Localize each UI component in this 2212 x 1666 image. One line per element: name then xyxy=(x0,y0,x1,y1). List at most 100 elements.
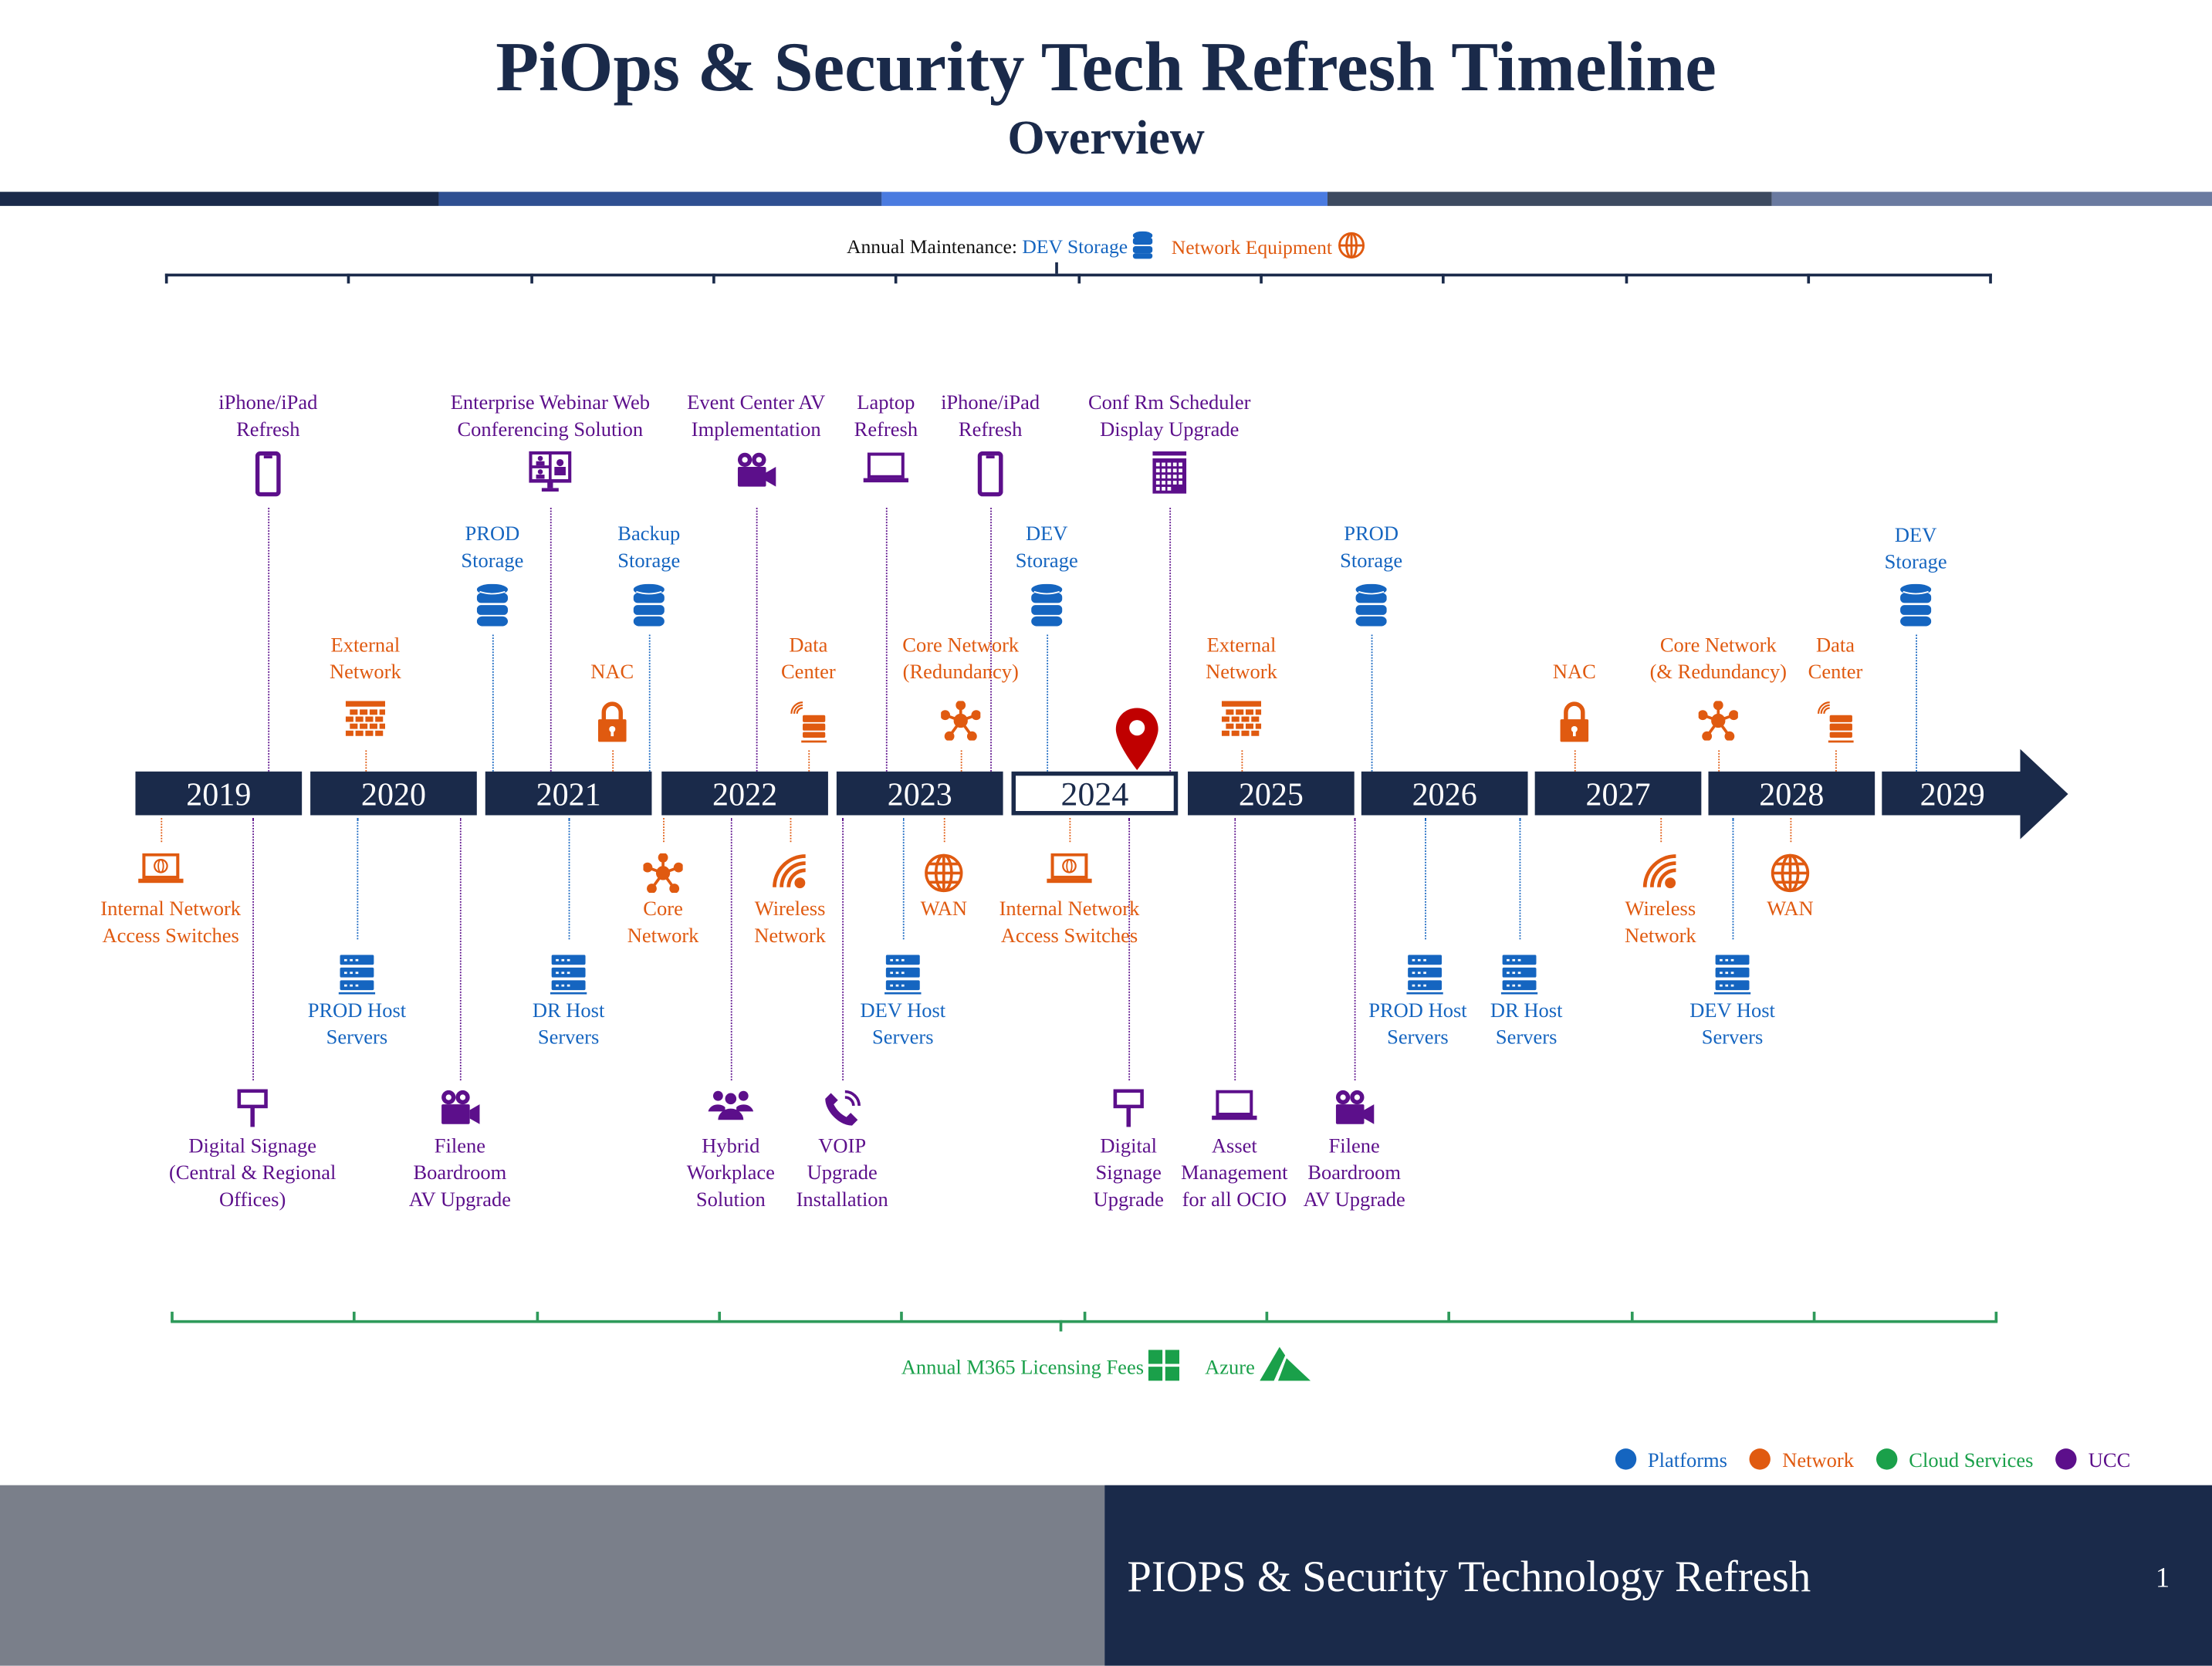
connector-line xyxy=(612,750,614,772)
maintenance-bracket-tick xyxy=(1077,273,1081,284)
server-icon xyxy=(1406,955,1443,1001)
globe-icon xyxy=(1771,853,1810,900)
connector-line xyxy=(161,818,163,843)
fees-bracket-tick xyxy=(1994,1311,1997,1322)
connector-line xyxy=(568,818,570,940)
signage-icon xyxy=(1113,1089,1144,1135)
maintenance-bracket-tick xyxy=(1260,273,1263,284)
legend-label: Network xyxy=(1782,1449,1854,1473)
legend-dot-icon xyxy=(1876,1448,1898,1470)
top-item-label: PROD Storage xyxy=(461,523,524,573)
top-item-label: NAC xyxy=(590,661,634,684)
connector-line xyxy=(808,750,810,772)
bottom-item-label: PROD Host Servers xyxy=(307,999,407,1049)
top-item-label: Data Center xyxy=(1808,634,1863,684)
maintenance-bracket-tick xyxy=(530,273,533,284)
legend-dot-icon xyxy=(2055,1448,2078,1470)
datacenter-icon xyxy=(790,701,827,750)
fees-bracket-tick xyxy=(1812,1311,1815,1322)
azure-label: Azure xyxy=(1205,1357,1255,1380)
top-item-label: Core Network (& Redundancy) xyxy=(1649,634,1787,684)
signage-icon xyxy=(237,1089,268,1135)
bottom-item-label: Core Network xyxy=(627,898,699,948)
legend-dot-icon xyxy=(1615,1448,1637,1470)
connector-line xyxy=(1371,634,1373,772)
maintenance-bracket-center-tick xyxy=(1055,262,1058,274)
page-number: 1 xyxy=(2155,1563,2170,1594)
connector-line xyxy=(790,818,792,843)
color-band-segment xyxy=(881,191,1328,206)
timeline-arrow-icon xyxy=(2020,749,2071,847)
top-item-label: Laptop Refresh xyxy=(854,392,918,442)
footer-left-panel xyxy=(0,1485,1105,1666)
connector-line xyxy=(357,818,359,940)
legend-dot-icon xyxy=(1750,1448,1771,1470)
connector-line xyxy=(459,818,462,1081)
page-title: PiOps & Security Tech Refresh Timeline xyxy=(496,26,1716,106)
lock-icon xyxy=(1559,701,1590,750)
connector-line xyxy=(943,818,945,843)
connector-line xyxy=(365,750,367,772)
bottom-item-label: DEV Host Servers xyxy=(860,999,946,1049)
connector-line xyxy=(1574,750,1576,772)
connector-line xyxy=(1835,750,1837,772)
bottom-item-label: WAN xyxy=(920,898,967,921)
server-icon xyxy=(1713,955,1751,1001)
connector-line xyxy=(990,508,992,772)
connector-line xyxy=(268,508,270,772)
connector-line xyxy=(1069,818,1071,843)
bottom-item-label: Filene Boardroom AV Upgrade xyxy=(408,1135,511,1212)
connector-line xyxy=(902,818,905,940)
maintenance-bracket-tick xyxy=(894,273,898,284)
top-item-label: NAC xyxy=(1552,661,1596,684)
year-box-2022: 2022 xyxy=(661,771,828,816)
database-icon xyxy=(633,583,665,634)
bottom-item-label: Digital Signage Upgrade xyxy=(1093,1135,1164,1212)
year-box-2023: 2023 xyxy=(836,771,1003,816)
laptop-icon xyxy=(863,451,909,492)
database-icon xyxy=(1355,583,1387,634)
connector-line xyxy=(1790,818,1792,843)
server-icon xyxy=(1500,955,1538,1001)
bottom-item-label: PROD Host Servers xyxy=(1368,999,1467,1049)
connector-line xyxy=(1354,818,1356,1081)
year-box-2027: 2027 xyxy=(1534,771,1702,816)
server-icon xyxy=(338,955,376,1001)
wifi-icon xyxy=(1642,853,1679,897)
fees-bracket-tick xyxy=(1447,1311,1450,1322)
annual-maintenance-label: Annual Maintenance: xyxy=(847,237,1018,259)
legend-item-network: Network xyxy=(1750,1448,1854,1473)
azure-icon xyxy=(1260,1347,1311,1389)
calendar-icon xyxy=(1152,451,1187,501)
connector-line xyxy=(1169,508,1172,772)
bottom-item-label: Wireless Network xyxy=(1624,898,1696,948)
hub-icon xyxy=(642,852,684,900)
year-box-2028: 2028 xyxy=(1708,771,1875,816)
year-box-2025: 2025 xyxy=(1188,771,1355,816)
dev-storage-label: DEV Storage xyxy=(1022,237,1128,259)
connector-line xyxy=(960,750,962,772)
phone-call-icon xyxy=(823,1089,862,1135)
server-icon xyxy=(550,955,587,1001)
globe-icon xyxy=(1337,232,1365,265)
video-camera-icon xyxy=(438,1089,481,1133)
people-icon xyxy=(708,1089,754,1130)
database-icon xyxy=(1132,231,1153,265)
color-band-segment xyxy=(0,191,439,206)
bottom-item-label: Hybrid Workplace Solution xyxy=(686,1135,775,1212)
year-box-2029: 2029 xyxy=(1882,771,2024,816)
fees-bracket-tick xyxy=(1630,1311,1633,1322)
legend-item-cloud-services: Cloud Services xyxy=(1876,1448,2034,1472)
connector-line xyxy=(730,818,732,1081)
bottom-item-label: WAN xyxy=(1767,898,1814,921)
fees-bracket-tick xyxy=(536,1311,539,1322)
maintenance-bracket-tick xyxy=(347,273,350,284)
year-box-2020: 2020 xyxy=(310,771,477,816)
video-camera-icon xyxy=(735,451,777,495)
video-conference-icon xyxy=(528,451,572,501)
maintenance-bracket-tick xyxy=(164,273,168,284)
bottom-item-label: DEV Host Servers xyxy=(1689,999,1775,1049)
connector-line xyxy=(550,508,552,772)
year-box-2026: 2026 xyxy=(1361,771,1528,816)
fees-bracket-tick xyxy=(718,1311,721,1322)
